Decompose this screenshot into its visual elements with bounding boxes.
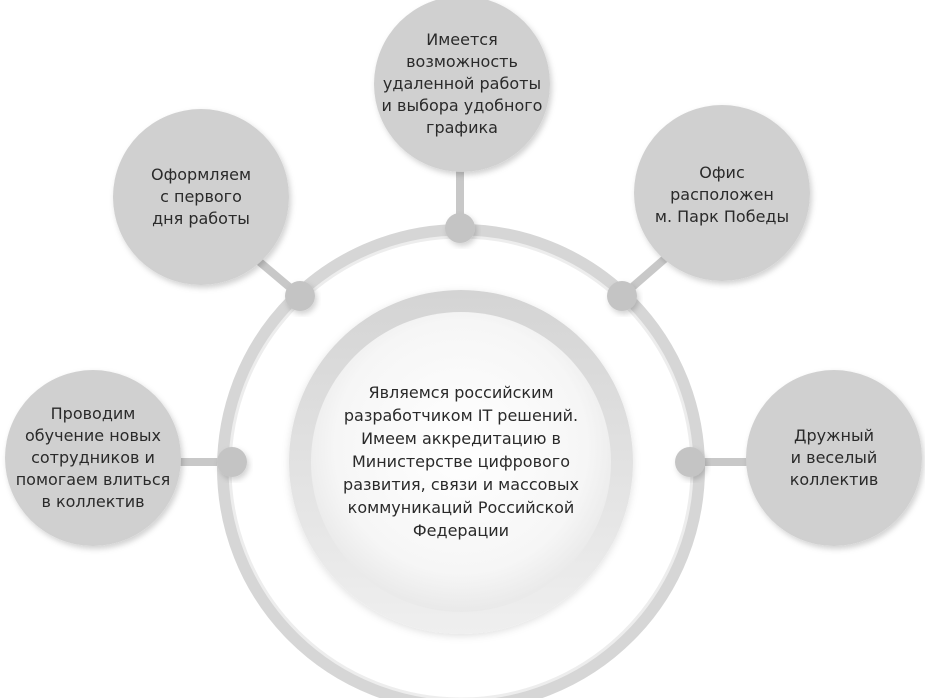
ring-node-right xyxy=(675,447,705,477)
center-disc xyxy=(311,312,611,612)
satellite-right-circle xyxy=(746,370,922,546)
ring-node-left xyxy=(217,447,247,477)
center-text-content: Являемся российским разработчиком IT реш… xyxy=(343,382,579,540)
satellite-upper-right-text: Офис расположен м. Парк Победы xyxy=(641,150,803,240)
satellite-left-circle xyxy=(5,370,181,546)
satellite-top-circle xyxy=(374,0,550,172)
satellite-right-text: Дружный и веселый коллектив xyxy=(754,418,914,498)
satellite-upper-right-label: Офис расположен м. Парк Победы xyxy=(654,163,790,226)
ring-node-upper-right xyxy=(607,281,637,311)
satellite-top-label: Имеется возможность удаленной работы и в… xyxy=(381,30,543,137)
satellite-left-text: Проводим обучение новых сотрудников и по… xyxy=(11,398,175,518)
satellite-upper-left-label: Оформляем с первого дня работы xyxy=(150,165,252,228)
satellite-upper-left-circle xyxy=(113,109,289,285)
satellite-top-text: Имеется возможность удаленной работы и в… xyxy=(376,24,548,144)
center-text: Являемся российским разработчиком IT реш… xyxy=(321,375,601,547)
satellite-upper-right-circle xyxy=(634,105,810,281)
ring-node-top xyxy=(445,213,475,243)
satellite-upper-left-text: Оформляем с первого дня работы xyxy=(121,152,281,242)
satellite-right-label: Дружный и веселый коллектив xyxy=(789,426,879,489)
satellite-left-label: Проводим обучение новых сотрудников и по… xyxy=(15,404,171,511)
ring-node-upper-left xyxy=(285,281,315,311)
